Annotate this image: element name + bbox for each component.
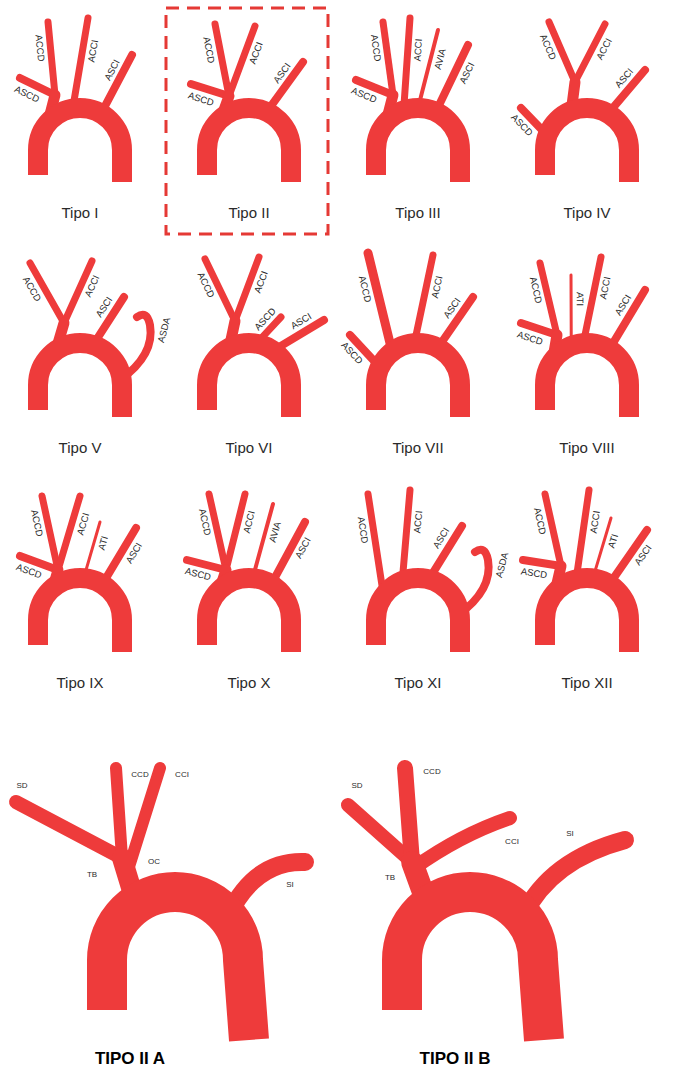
highlight-box [166, 8, 328, 234]
vessel-label: SI [286, 881, 294, 889]
artery-branch [368, 494, 384, 596]
vessel-label: CCI [505, 838, 519, 846]
artery-branch [215, 24, 229, 96]
arch-figure [521, 22, 645, 182]
arch-figure [368, 490, 489, 652]
vessel-label: TB [87, 871, 97, 879]
vessel-label: TB [385, 874, 395, 882]
vessel-label: CCD [131, 771, 148, 779]
vessel-label: OC [148, 858, 160, 866]
aortic-arch [38, 578, 122, 652]
aortic-arch [545, 343, 629, 417]
artery-branch [42, 496, 58, 570]
type-label: Tipo XII [561, 675, 612, 690]
vessel-label: ATI [575, 292, 585, 306]
type-label: Tipo IX [57, 675, 104, 690]
artery-branch [116, 768, 122, 858]
artery-branch [405, 768, 412, 862]
artery-branch [545, 494, 561, 566]
arch-figure-large [16, 768, 305, 1040]
type-label: Tipo III [395, 205, 440, 220]
aortic-arch [207, 343, 291, 417]
vessel-label: ASDA [494, 551, 510, 578]
artery-branch [523, 560, 561, 566]
vessel-label: ACCI [598, 276, 612, 300]
aortic-arch [545, 578, 629, 652]
aortic-arch [376, 108, 460, 182]
aortic-arch [38, 108, 122, 182]
vessel-label: SD [16, 782, 27, 790]
aortic-arch [38, 343, 122, 417]
vessel-label: SI [566, 830, 574, 838]
vessel-label: ACCD [34, 34, 46, 62]
aortic-arch [376, 578, 460, 652]
artery-branch [48, 22, 55, 95]
vessel-label: ASCD [520, 566, 548, 580]
artery-branch [414, 255, 433, 343]
type-label: Tipo VI [226, 440, 273, 455]
aortic-arch [402, 892, 544, 1040]
vessel-label: ACCI [589, 510, 602, 534]
artery-branch [609, 290, 645, 349]
artery-branch [576, 490, 589, 579]
artery-branch [583, 257, 601, 343]
artery-branch [128, 768, 160, 870]
vessel-label: ACCI [412, 510, 423, 533]
vessel-label: ACCD [369, 34, 382, 62]
arch-figure-large [348, 768, 625, 1040]
vessel-label: CCI [175, 771, 189, 779]
arch-figure [30, 261, 151, 417]
aortic-arch [376, 343, 460, 417]
vessel-label: CCD [423, 768, 440, 776]
arch-figure [205, 257, 324, 417]
type-label: Tipo VII [392, 440, 443, 455]
artery-branch [16, 802, 122, 858]
vessel-label: SD [351, 782, 362, 790]
artery-branch [402, 490, 410, 581]
type-label: Tipo II [228, 205, 269, 220]
vessel-label: ATI [96, 535, 109, 551]
vessel-label: ACCI [430, 275, 444, 299]
type-label: Tipo I [62, 205, 99, 220]
vessel-label: ASDA [156, 316, 172, 343]
aortic-arch [207, 578, 291, 652]
artery-branch [383, 22, 393, 95]
figure-title: TIPO II B [420, 1050, 491, 1067]
type-label: Tipo VIII [559, 440, 614, 455]
vessel-label: ACCD [202, 36, 216, 64]
vessel-label: ACCI [413, 39, 424, 62]
artery-branch [414, 818, 510, 868]
artery-branch [368, 253, 392, 352]
artery-branch [73, 18, 88, 109]
figure-title: TIPO II A [95, 1050, 165, 1067]
artery-branch [404, 18, 410, 111]
type-label: Tipo XI [395, 675, 442, 690]
aortic-arch [207, 108, 291, 182]
vessel-label: ACCI [87, 39, 100, 63]
aortic-arch [545, 108, 629, 182]
type-label: Tipo V [59, 440, 102, 455]
type-label: Tipo X [228, 675, 271, 690]
arch-figure [350, 253, 473, 417]
vessel-label: ACCD [356, 516, 369, 544]
vessel-label: ATI [606, 533, 619, 549]
vessel-label: AVIA [433, 47, 447, 70]
type-label: Tipo IV [564, 205, 611, 220]
aortic-arch [107, 892, 249, 1040]
